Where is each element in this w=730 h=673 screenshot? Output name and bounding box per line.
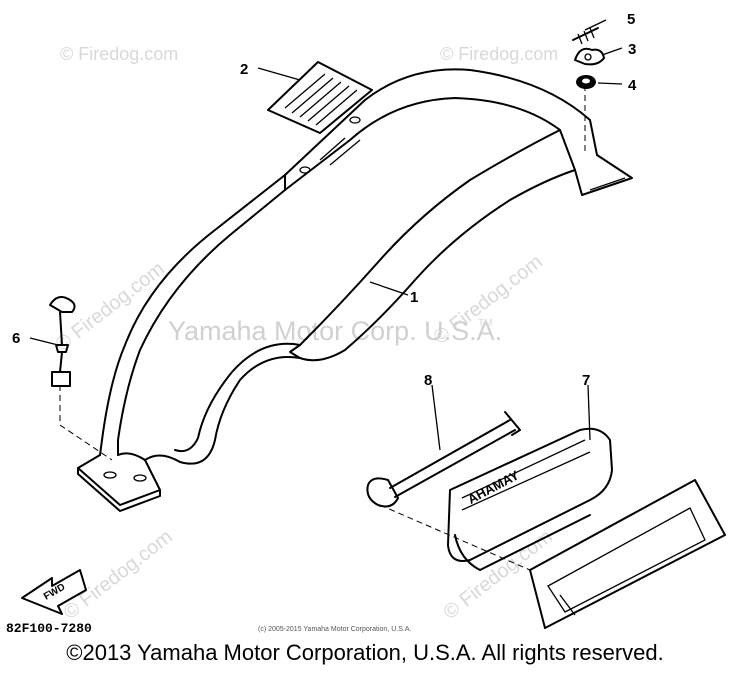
watermark-firedog: © Firedog.com [52, 258, 169, 356]
callout-4: 4 [628, 77, 637, 94]
callout-3: 3 [628, 41, 636, 58]
callout-leaders [29, 19, 623, 451]
fwd-label: FWD [42, 582, 67, 603]
small-copyright: (c) 2005-2015 Yamaha Motor Corporation, … [258, 626, 411, 633]
callout-1: 1 [410, 289, 418, 306]
callout-7: 7 [582, 372, 590, 389]
toolbox-holder [529, 479, 726, 629]
callout-5: 5 [627, 11, 635, 28]
callout-6: 6 [12, 330, 20, 347]
screw-part-5 [572, 27, 599, 45]
watermark-tm: TM [478, 318, 492, 329]
watermark-layer: © Firedog.com © Firedog.com © Firedog.co… [52, 44, 559, 624]
grommet-part-4 [576, 75, 596, 89]
watermark-firedog: © Firedog.com [60, 44, 178, 64]
footer-copyright: ©2013 Yamaha Motor Corporation, U.S.A. A… [66, 640, 664, 665]
watermark-firedog: © Firedog.com [440, 44, 558, 64]
callout-numbers: 2 5 3 4 6 1 8 7 [12, 11, 637, 389]
fender-part-1 [59, 68, 633, 512]
callout-2: 2 [240, 61, 248, 78]
watermark-yamaha: Yamaha Motor Corp. U.S.A. [168, 316, 502, 346]
clip-part-3 [574, 47, 605, 66]
watermark-firedog: © Firedog.com [60, 526, 177, 624]
decal-part-2 [267, 61, 373, 134]
part-code: 82F100-7280 [6, 621, 92, 636]
callout-8: 8 [424, 372, 432, 389]
bolt-part-6 [49, 295, 76, 387]
